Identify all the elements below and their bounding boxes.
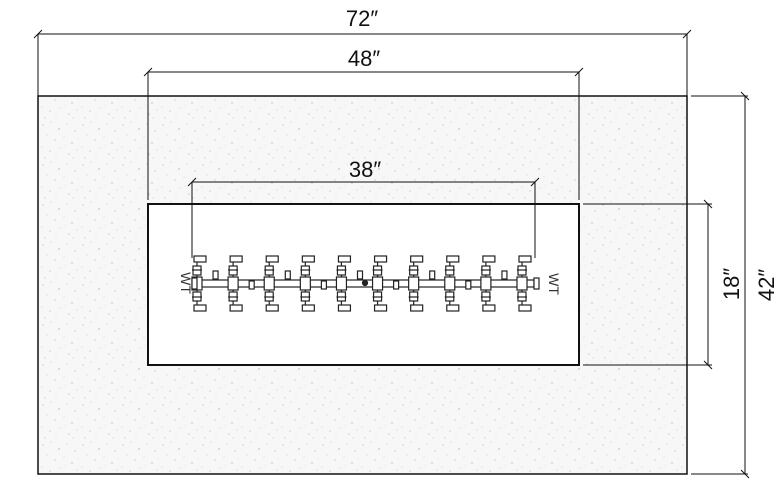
wt-label-right: WT: [546, 273, 562, 295]
burner-width-dimension: [187, 177, 540, 258]
burner-end-cap: [533, 277, 540, 290]
burner-fitting: [429, 270, 436, 280]
overall-depth-dimension: [691, 91, 750, 479]
burner-fitting: [320, 280, 327, 290]
opening-depth-label: 18″: [719, 268, 744, 300]
opening-depth-dimension: [583, 199, 713, 370]
burner-fitting: [501, 270, 508, 280]
gas-inlet: [361, 279, 369, 287]
burner-fitting: [465, 280, 472, 290]
burner-fitting: [212, 270, 219, 280]
burner-fitting: [393, 280, 400, 290]
opening-width-dimension: [143, 67, 584, 200]
burner-width-label: 38″: [349, 157, 381, 182]
burner-jet: [480, 255, 496, 312]
overall-depth-label: 42″: [754, 269, 779, 301]
opening-width-label: 48″: [348, 46, 380, 71]
burner-jet: [408, 255, 424, 312]
burner-jet: [299, 255, 315, 312]
burner-jet: [227, 255, 243, 312]
overall-width-dimension: [33, 29, 692, 96]
burner-fitting: [356, 270, 364, 280]
burner-jet: [335, 255, 352, 312]
burner-jet: [444, 255, 460, 312]
burner-end-cap: [191, 277, 198, 290]
burner-jet: [371, 255, 388, 312]
burner-assembly: [191, 255, 540, 312]
burner-jet: [516, 255, 532, 312]
overall-width-label: 72″: [346, 6, 378, 31]
wt-label-left: WT: [178, 272, 194, 294]
burner-fitting: [248, 280, 255, 290]
burner-jet: [263, 255, 279, 312]
burner-fitting: [284, 270, 291, 280]
